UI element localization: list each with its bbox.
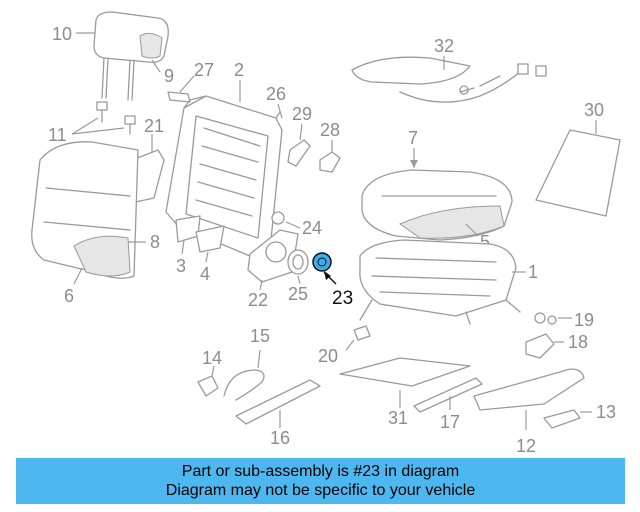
callout-28: 28	[320, 120, 340, 140]
part-4-bracket	[195, 225, 225, 253]
part-3-bracket	[175, 215, 201, 243]
part-22-side-cover	[247, 229, 299, 283]
callout-18: 18	[568, 332, 588, 352]
callout-32: 32	[434, 36, 454, 56]
notice-banner: Part or sub-assembly is #23 in diagram D…	[16, 458, 625, 504]
callout-22: 22	[248, 290, 268, 310]
callout-27: 27	[194, 60, 214, 80]
part-11-guides	[96, 101, 136, 135]
callout-8: 8	[150, 232, 160, 252]
banner-line-1: Part or sub-assembly is #23 in diagram	[181, 463, 460, 480]
callout-25: 25	[288, 284, 308, 304]
callout-12: 12	[516, 436, 536, 455]
callout-15: 15	[250, 326, 270, 346]
part-25-ring	[287, 249, 309, 275]
part-20-clip	[353, 325, 371, 341]
part-31-mat	[339, 357, 471, 387]
part-18-bracket	[525, 333, 555, 359]
callout-19: 19	[574, 310, 594, 330]
part-30-pad	[535, 129, 621, 217]
callout-9: 9	[164, 66, 174, 86]
part-29-bracket	[287, 139, 311, 167]
part-1-seat-frame	[359, 239, 521, 325]
part-10-headrest	[93, 11, 169, 101]
part-6-backrest-cover	[31, 141, 139, 279]
callout-21: 21	[144, 116, 164, 136]
callout-10: 10	[52, 24, 72, 44]
callout-30: 30	[584, 100, 604, 120]
part-32-harness	[351, 56, 547, 103]
callout-13: 13	[596, 402, 616, 422]
part-24-knob	[271, 211, 285, 225]
callout-7: 7	[408, 128, 418, 148]
callout-29: 29	[292, 104, 312, 124]
callout-24: 24	[302, 218, 322, 238]
callout-3: 3	[176, 256, 186, 276]
callout-11: 11	[48, 125, 67, 145]
part-19-bolt	[534, 312, 557, 325]
callout-5: 5	[480, 232, 490, 252]
part-27-clip	[167, 91, 191, 103]
callout-14: 14	[202, 348, 222, 368]
callout-1: 1	[528, 262, 538, 282]
callout-6: 6	[64, 286, 74, 306]
banner-line-2: Diagram may not be specific to your vehi…	[165, 482, 476, 499]
callout-20: 20	[318, 346, 338, 366]
callout-26: 26	[266, 84, 286, 104]
parts-diagram: 10 9 11 27 2 26 29 28 21	[31, 11, 621, 455]
part-28-bracket	[319, 151, 341, 173]
callout-31: 31	[388, 408, 408, 428]
part-15-cable	[223, 369, 265, 401]
callout-17: 17	[440, 412, 460, 432]
part-2-backrest-frame	[165, 95, 283, 257]
part-13-trim	[543, 409, 581, 429]
part-16-trim	[235, 379, 321, 425]
callout-4: 4	[200, 264, 210, 284]
part-12-side-trim	[473, 368, 585, 411]
callout-16: 16	[270, 428, 290, 448]
callout-2: 2	[234, 60, 244, 80]
part-17-rail	[413, 377, 483, 413]
part-7-seat-cover	[361, 169, 513, 241]
callout-23: 23	[332, 288, 353, 309]
part-14-handle	[197, 375, 219, 397]
part-23-highlighted	[312, 252, 332, 272]
